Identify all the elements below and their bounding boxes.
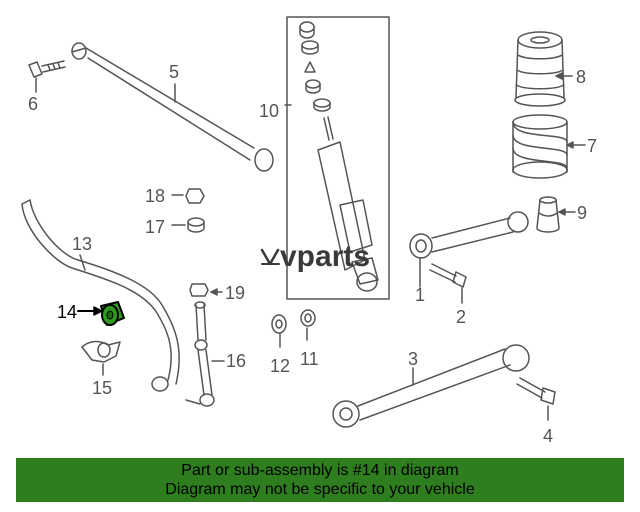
bolt-6: [28, 60, 66, 93]
label-17: 17: [145, 217, 165, 237]
stabilizer-bushing-14: [77, 301, 125, 326]
info-banner: Part or sub-assembly is #14 in diagram D…: [16, 458, 624, 502]
label-8: 8: [576, 67, 586, 87]
part-labels: 5 6 10 8 7 9 18 17 13 19 14 16 15 12 11 …: [28, 62, 597, 446]
label-7: 7: [587, 136, 597, 156]
bolt-4: [516, 377, 556, 421]
logo-text: vparts: [280, 240, 370, 273]
label-10: 10: [259, 101, 279, 121]
bushing-11: [300, 309, 316, 341]
label-3: 3: [408, 349, 418, 369]
label-11: 11: [300, 349, 319, 369]
banner-line-1: Part or sub-assembly is #14 in diagram: [181, 462, 459, 479]
coil-spring: [512, 114, 568, 179]
bushing-17: [171, 217, 205, 233]
leader-lines: [174, 72, 586, 296]
parts-diagram: vparts 5 6 10 8 7 9 18 17 13 19 14 16 15…: [21, 16, 597, 446]
label-14: 14: [57, 302, 77, 322]
label-9: 9: [577, 203, 587, 223]
label-6: 6: [28, 94, 38, 114]
lower-control-arm: [332, 344, 530, 428]
label-4: 4: [543, 426, 553, 446]
spring-insulator: [514, 31, 566, 107]
bushing-bracket: [81, 340, 121, 376]
shock-absorber-assembly: [284, 16, 390, 300]
bolt-2: [429, 263, 467, 304]
label-1: 1: [415, 285, 425, 305]
nut-18: [171, 188, 205, 204]
label-2: 2: [456, 307, 466, 327]
bushing-12: [271, 314, 287, 348]
label-18: 18: [145, 186, 165, 206]
label-12: 12: [270, 356, 290, 376]
banner-line-2: Diagram may not be specific to your vehi…: [165, 481, 475, 498]
stabilizer-link: [185, 301, 225, 407]
label-13: 13: [72, 234, 92, 254]
lateral-rod: [409, 211, 529, 288]
upper-control-arm: [71, 42, 274, 172]
stabilizer-bar: [21, 199, 180, 392]
bump-stop: [536, 196, 560, 233]
label-19: 19: [225, 283, 245, 303]
label-16: 16: [226, 351, 246, 371]
label-15: 15: [92, 378, 112, 398]
vparts-logo: vparts: [260, 240, 370, 273]
label-5: 5: [169, 62, 179, 82]
